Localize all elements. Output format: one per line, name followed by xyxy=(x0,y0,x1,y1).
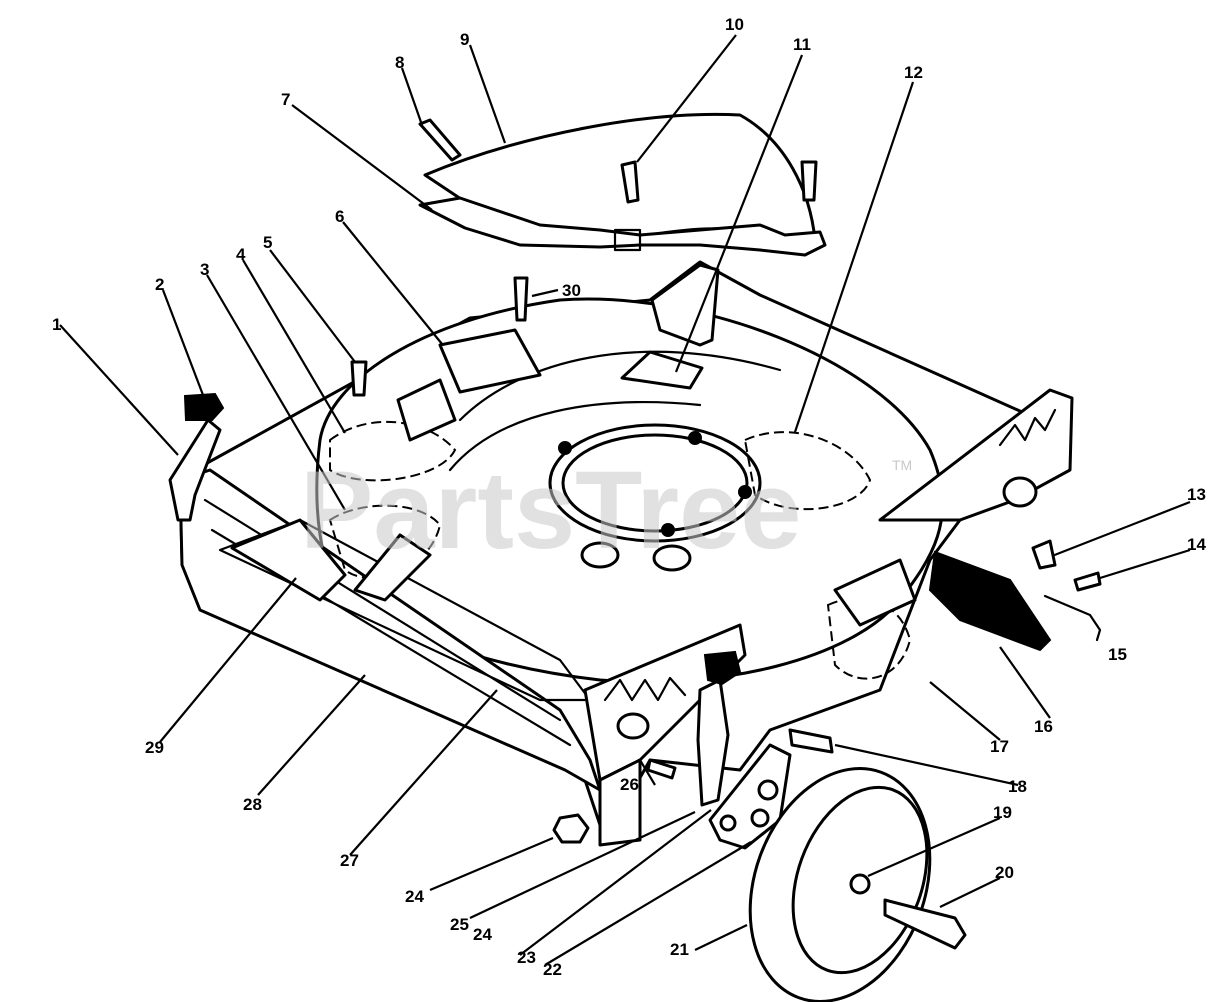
callout-10: 10 xyxy=(725,15,744,34)
rear-flap xyxy=(928,550,1052,652)
callout-labels: 1 2 3 4 5 6 7 8 9 10 11 12 13 14 15 16 1… xyxy=(52,15,1206,979)
callout-25: 25 xyxy=(450,915,469,934)
callout-2: 2 xyxy=(155,275,164,294)
callout-7: 7 xyxy=(281,90,290,109)
mower-deck xyxy=(178,260,1074,847)
fasteners xyxy=(350,118,1102,844)
callout-6: 6 xyxy=(335,207,344,226)
callout-1: 1 xyxy=(52,315,61,334)
callout-3: 3 xyxy=(200,260,209,279)
callout-24b: 24 xyxy=(473,925,492,944)
callout-28: 28 xyxy=(243,795,262,814)
callout-21: 21 xyxy=(670,940,689,959)
callout-15: 15 xyxy=(1108,645,1127,664)
leader-lines xyxy=(59,34,1191,966)
height-lever-front xyxy=(696,650,742,807)
callout-14: 14 xyxy=(1187,535,1206,554)
callout-23: 23 xyxy=(517,948,536,967)
callout-29: 29 xyxy=(145,738,164,757)
callout-9: 9 xyxy=(460,30,469,49)
callout-26: 26 xyxy=(620,775,639,794)
callout-8: 8 xyxy=(395,53,404,72)
callout-5: 5 xyxy=(263,233,272,252)
callout-20: 20 xyxy=(995,863,1014,882)
callout-27: 27 xyxy=(340,851,359,870)
callout-18: 18 xyxy=(1008,777,1027,796)
callout-19: 19 xyxy=(993,803,1012,822)
callout-13: 13 xyxy=(1187,485,1206,504)
callout-11: 11 xyxy=(793,35,811,54)
callout-24: 24 xyxy=(405,887,424,906)
callout-4: 4 xyxy=(236,245,246,264)
callout-16: 16 xyxy=(1034,717,1053,736)
watermark: PartsTree xyxy=(300,449,801,572)
callout-17: 17 xyxy=(990,737,1009,756)
height-lever-rear xyxy=(168,392,225,522)
callout-12: 12 xyxy=(904,63,923,82)
rear-cover xyxy=(418,112,827,257)
trademark: TM xyxy=(892,457,912,473)
callout-30: 30 xyxy=(562,281,581,300)
wheel xyxy=(748,767,967,1002)
callout-22: 22 xyxy=(543,960,562,979)
